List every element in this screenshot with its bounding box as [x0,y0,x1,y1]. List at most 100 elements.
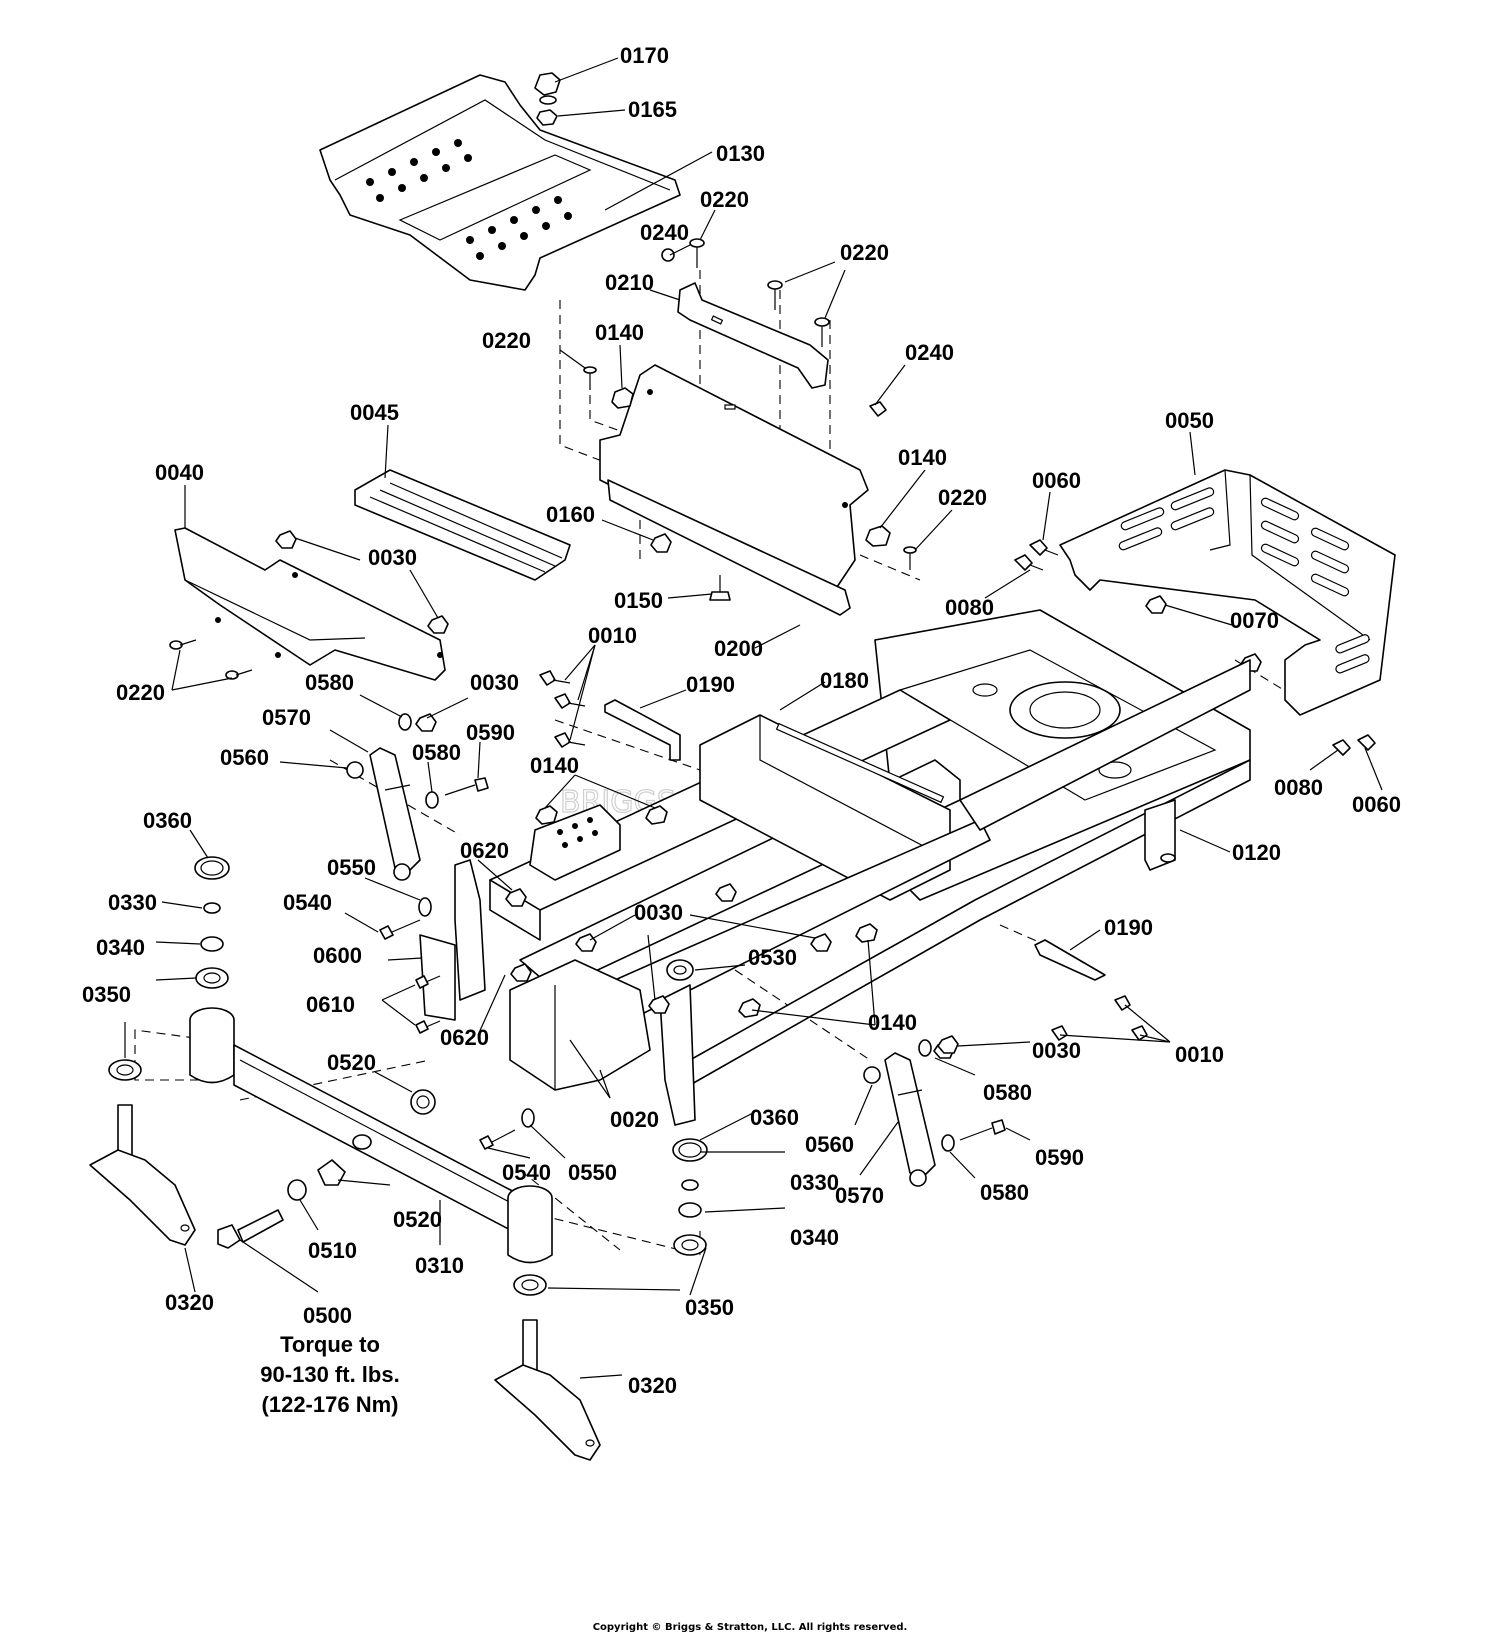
callout-0340: 0340 [96,935,145,960]
callout-0350: 0350 [685,1295,734,1320]
callout-0220: 0220 [700,187,749,212]
side-panel-0040 [174,527,446,681]
washer-0580-right [918,1039,955,1152]
callout-0550: 0550 [327,855,376,880]
callout-0190: 0190 [1104,915,1153,940]
callout-0350: 0350 [82,982,131,1007]
callout-0580: 0580 [980,1180,1029,1205]
callout-0080: 0080 [1274,775,1323,800]
callout-0040: 0040 [155,460,204,485]
callout-0020: 0020 [610,1107,659,1132]
callout-0060: 0060 [1032,468,1081,493]
callout-0030: 0030 [634,900,683,925]
callout-0540: 0540 [283,890,332,915]
callout-0080: 0080 [945,595,994,620]
callout-0590: 0590 [466,720,515,745]
callout-0570: 0570 [262,705,311,730]
callout-0320: 0320 [628,1373,677,1398]
callout-0530: 0530 [748,945,797,970]
nut-0070 [1145,595,1262,672]
torque-note-line3: (122-176 Nm) [262,1392,399,1417]
bracket-0600 [419,859,486,1021]
callout-0200: 0200 [714,636,763,661]
callout-0240: 0240 [905,340,954,365]
washer-0550-left [418,897,432,917]
nut-0160 [650,533,672,553]
panel-0200 [599,364,869,616]
callout-0220: 0220 [938,485,987,510]
callout-0220: 0220 [482,328,531,353]
callout-0190: 0190 [686,672,735,697]
callout-0310: 0310 [415,1253,464,1278]
caster-fork-0320-right [494,1319,601,1461]
callout-0540: 0540 [502,1160,551,1185]
callout-0060: 0060 [1352,792,1401,817]
callout-0120: 0120 [1232,840,1281,865]
torque-note: Torque to 90-130 ft. lbs. (122-176 Nm) [260,1332,399,1417]
callout-0580: 0580 [412,740,461,765]
callout-0220: 0220 [116,680,165,705]
callout-0330: 0330 [790,1170,839,1195]
callout-0050: 0050 [1165,408,1214,433]
callout-0150: 0150 [614,588,663,613]
callout-0140: 0140 [595,320,644,345]
callout-0140: 0140 [530,753,579,778]
callout-0320: 0320 [165,1290,214,1315]
washer-0510 [287,1179,307,1201]
bolt-0590-right [959,1119,1006,1141]
callout-0580: 0580 [305,670,354,695]
bracket-0120 [1144,799,1176,871]
bumper-0140-frame [535,805,878,1018]
bolt-0150 [709,575,731,601]
caster-fork-0320-left [89,1104,196,1246]
callout-0030: 0030 [470,670,519,695]
callout-0010: 0010 [588,623,637,648]
bolt-0590-left [444,777,489,796]
callout-0510: 0510 [308,1238,357,1263]
front-axle-0310 [189,1007,553,1264]
callout-0180: 0180 [820,668,869,693]
callout-0160: 0160 [546,502,595,527]
shock-0570-right [863,1052,936,1187]
bearing-parts-left [108,856,230,1081]
callout-0045: 0045 [350,400,399,425]
control-pad-0140 [529,804,621,881]
callout-0500: 0500 [303,1303,352,1328]
callout-0610: 0610 [306,992,355,1017]
bolt-0540-left [379,919,421,940]
bolt-0060-0080 [1014,539,1376,756]
floor-pan-holes [366,139,572,260]
bushing-0530 [666,959,694,981]
callout-0590: 0590 [1035,1145,1084,1170]
floor-pan-0130 [319,74,681,291]
callout-0140: 0140 [898,445,947,470]
torque-note-line2: 90-130 ft. lbs. [260,1362,399,1387]
guard-vent-slots [1118,487,1370,674]
callout-0170: 0170 [620,43,669,68]
screw-0220-top [583,238,917,570]
bolt-0010 [539,670,1148,1041]
callout-0560: 0560 [220,745,269,770]
callout-0030: 0030 [368,545,417,570]
bushing-0520 [317,1089,436,1186]
shock-0570-left [346,747,421,881]
bumper-0140-top [611,387,891,547]
callout-0560: 0560 [805,1132,854,1157]
callout-labels: 0170 0165 0130 0220 0240 0220 0210 0220 … [82,43,1401,1398]
callout-0165: 0165 [628,97,677,122]
washer-0580-left [398,713,439,809]
callout-0140: 0140 [868,1010,917,1035]
rod-0190 [604,699,1106,981]
rear-guard-0050 [1059,469,1396,716]
screw-0220-panel [169,639,253,680]
callout-0570: 0570 [835,1183,884,1208]
callout-0620: 0620 [460,838,509,863]
callout-0360: 0360 [143,808,192,833]
callout-0010: 0010 [1175,1042,1224,1067]
nut-0620 [505,888,532,982]
callout-0240: 0240 [640,220,689,245]
callout-0580: 0580 [983,1080,1032,1105]
callout-0360: 0360 [750,1105,799,1130]
bracket-0210 [677,282,829,389]
